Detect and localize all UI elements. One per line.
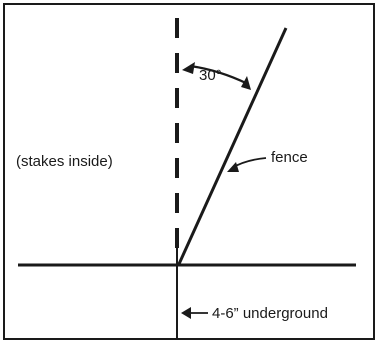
angle-label: 30° [199, 67, 222, 84]
fence-pointer-arrowhead [227, 162, 239, 172]
underground-label: 4-6” underground [212, 305, 328, 322]
angle-arc [189, 64, 249, 85]
diagram-frame [3, 3, 375, 340]
stakes-label: (stakes inside) [16, 153, 113, 170]
angle-arc-arrowhead-left [182, 62, 195, 74]
fence-line [177, 27, 288, 265]
underground-pointer-arrowhead [181, 307, 191, 319]
fence-label: fence [271, 149, 308, 166]
angle-arc-arrowhead-right [241, 76, 251, 90]
